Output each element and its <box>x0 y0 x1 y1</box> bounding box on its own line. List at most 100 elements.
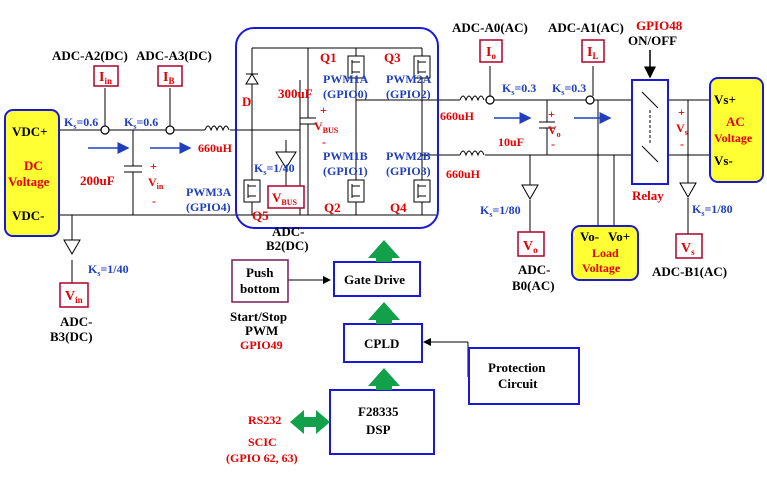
current-node-ib <box>165 125 175 135</box>
vs-box-text: Vs <box>681 241 695 257</box>
onoff-label: ON/OFF <box>628 33 677 48</box>
ks-vin-text: Ks=1/40 <box>88 262 129 278</box>
c200-label: 200uF <box>80 173 115 188</box>
gpio49-label: GPIO49 <box>240 338 283 352</box>
mosfet-q1 <box>347 55 365 79</box>
adc-b2-label-2: B2(DC) <box>266 238 309 253</box>
ib-box <box>157 65 183 87</box>
bridge-box <box>235 27 439 229</box>
gpio2-label: (GPIO2) <box>386 87 431 101</box>
ib-text: IB <box>163 70 174 86</box>
vs-text: Vs <box>676 121 688 137</box>
scic-label: SCIC <box>248 435 277 449</box>
mosfet-q3 <box>413 55 431 79</box>
vs-plus-label: Vs+ <box>714 92 736 107</box>
iin-box <box>93 65 119 87</box>
load-label-2: Voltage <box>582 261 621 275</box>
q3-label: Q3 <box>384 50 401 65</box>
vin-minus: - <box>152 194 156 208</box>
current-node-iin <box>100 125 110 135</box>
vbus-box <box>267 185 305 209</box>
vin-text: Vin <box>148 175 164 191</box>
load-vo-plus: Vo+ <box>608 229 630 244</box>
vbus-plus: + <box>320 103 327 117</box>
vs-plus-small: + <box>678 105 685 119</box>
green-arrow-dsp-up <box>368 368 400 390</box>
l660-top-label: 660uH <box>440 109 475 123</box>
dsp-label-1: F28335 <box>358 404 399 419</box>
dc-voltage-label: Voltage <box>8 174 50 189</box>
io-text: Io <box>486 45 496 61</box>
vin-plus: + <box>150 159 157 173</box>
ac-voltage-label: Voltage <box>714 131 753 145</box>
l660-bottom-label: 660uH <box>446 167 481 181</box>
mosfet-q5 <box>243 179 261 203</box>
current-node-io <box>485 95 495 105</box>
l660-left-label: 660uH <box>198 141 233 155</box>
mosfet-q2 <box>347 179 365 203</box>
green-arrow-cpld-up <box>368 302 400 324</box>
scic-gpio-label: (GPIO 62, 63) <box>226 451 298 465</box>
adc-a3-label: ADC-A3(DC) <box>136 48 212 63</box>
inductor-right-top <box>459 95 485 102</box>
cpld-box <box>343 323 423 363</box>
current-node-il <box>585 95 595 105</box>
dsp-label-2: DSP <box>366 422 391 437</box>
vs-minus-label: Vs- <box>714 153 733 168</box>
q2-label: Q2 <box>324 200 341 215</box>
green-arrow-gate-up <box>368 240 400 262</box>
adc-b0-label-1: ADC- <box>518 262 551 277</box>
cpld-label: CPLD <box>364 336 399 351</box>
sensor-triangle-vin <box>63 239 81 256</box>
relay-label: Relay <box>632 188 664 203</box>
protection-label-2: Circuit <box>498 376 538 391</box>
io-box <box>479 39 503 63</box>
inductor-right-bottom <box>459 150 485 157</box>
ks-in-text: Ks=0.6 <box>64 115 98 131</box>
vbus-text: VBUS <box>314 119 339 135</box>
vdc-minus-label: VDC- <box>12 208 45 223</box>
q1-label: Q1 <box>320 50 337 65</box>
vo-minus: - <box>551 137 555 151</box>
rs232-label: RS232 <box>248 413 281 427</box>
dc-voltage-box <box>4 109 60 237</box>
vbus-minus: - <box>322 135 326 149</box>
q4-label: Q4 <box>390 200 407 215</box>
adc-b1-label: ADC-B1(AC) <box>652 264 727 279</box>
pwm2b-label: PWM2B <box>386 149 431 163</box>
ks-vo-text: Ks=1/80 <box>480 203 521 219</box>
sensor-triangle-vbus <box>275 151 297 169</box>
gate-drive-box <box>333 261 421 297</box>
ks-b-text: Ks=0.6 <box>124 115 158 131</box>
vin-box-text: Vin <box>65 289 83 305</box>
green-double-arrow-scic <box>290 410 330 434</box>
d-label: D <box>242 94 251 109</box>
vo-text: Vo <box>548 123 561 139</box>
ks-vbus-text: Ks=1/40 <box>254 161 295 177</box>
mosfet-q4 <box>413 179 431 203</box>
pwm2a-label: PWM2A <box>386 72 432 86</box>
pwm3a-label: PWM3A <box>186 185 232 199</box>
pwm1b-label: PWM1B <box>323 149 368 163</box>
ks-vs-text: Ks=1/80 <box>692 202 733 218</box>
push-label-2: bottom <box>240 281 280 296</box>
adc-a0-label: ADC-A0(AC) <box>452 20 528 35</box>
push-bottom-box <box>231 259 289 303</box>
ks-io-text: Ks=0.3 <box>502 81 536 97</box>
ac-label: AC <box>726 114 745 129</box>
ks-il-text: Ks=0.3 <box>552 81 586 97</box>
vo-plus: + <box>548 107 555 121</box>
ac-voltage-box <box>709 77 764 183</box>
protection-label-1: Protection <box>488 360 546 375</box>
vo-box <box>517 231 545 257</box>
c300-label: 300uF <box>278 86 313 101</box>
vdc-plus-label: VDC+ <box>12 124 48 139</box>
gpio0-label: (GPIO0) <box>323 87 368 101</box>
inductor-left <box>204 125 230 132</box>
diode-d <box>245 73 259 85</box>
vin-box <box>59 282 89 308</box>
adc-a2-label: ADC-A2(DC) <box>52 48 128 63</box>
iin-text: Iin <box>99 70 112 86</box>
q5-label: Q5 <box>252 208 269 223</box>
